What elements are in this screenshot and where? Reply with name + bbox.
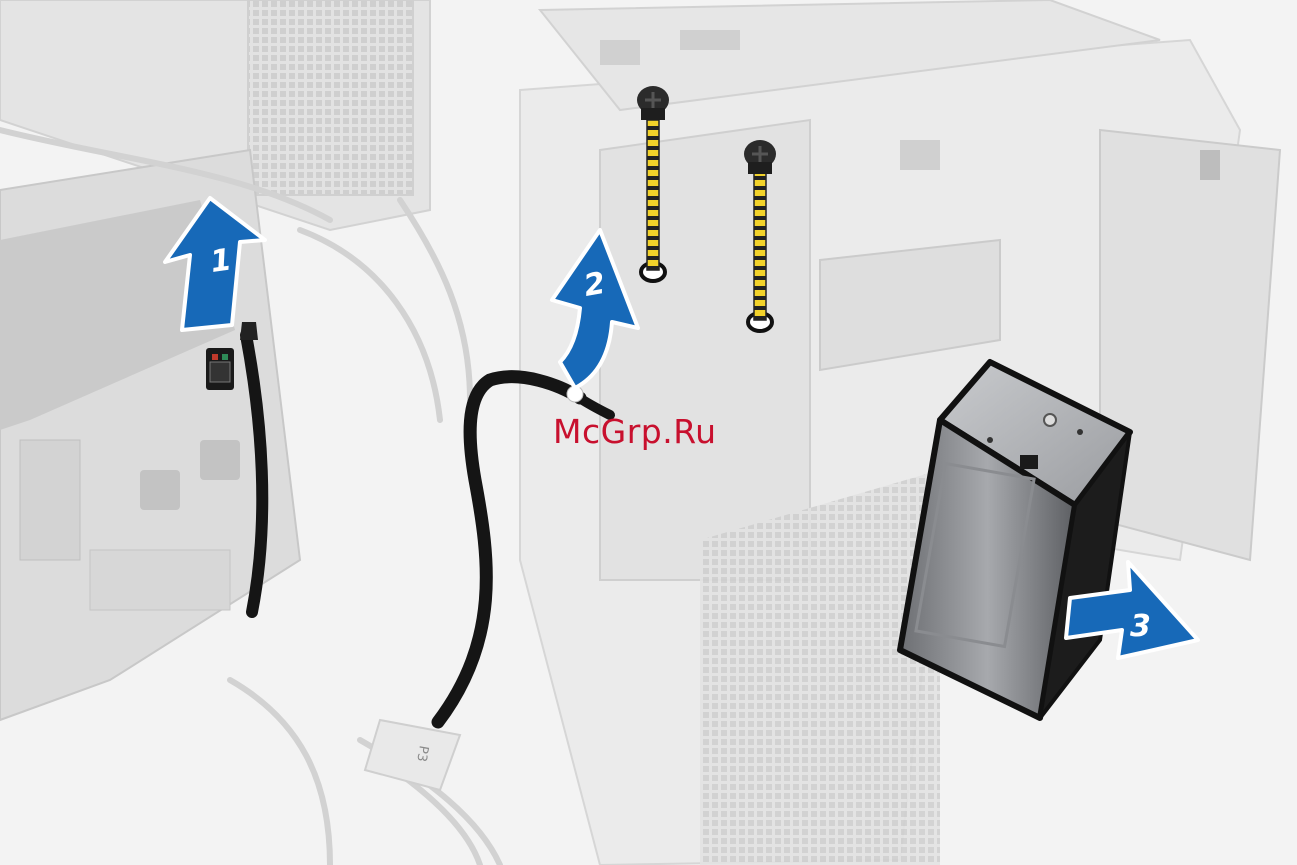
cable-label: P3 (413, 744, 431, 762)
step-3-number: 3 (1130, 609, 1151, 644)
watermark-text: McGrp.Ru (553, 412, 717, 451)
